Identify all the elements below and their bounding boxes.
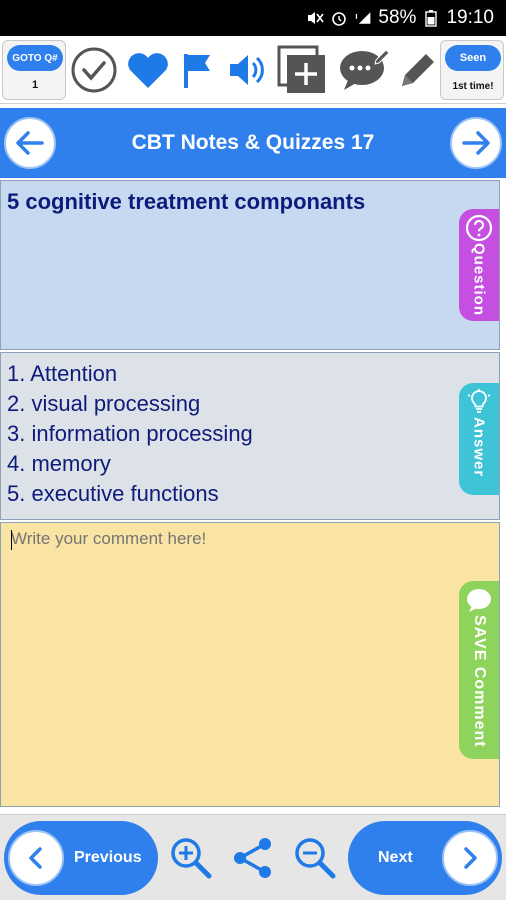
answer-item: 4. memory [7, 451, 111, 476]
question-panel: 5 cognitive treatment componants Questio… [0, 180, 500, 350]
mute-icon [306, 9, 325, 27]
comment-input[interactable] [11, 529, 455, 549]
seen-badge: Seen [445, 45, 501, 71]
zoom-in-icon[interactable] [166, 833, 216, 883]
seen-status-box: Seen 1st time! [440, 40, 504, 100]
goto-question-number[interactable]: 1 [31, 79, 39, 91]
speaker-icon[interactable] [222, 44, 274, 96]
bottom-bar: Previous Next [0, 814, 506, 900]
previous-arrow [8, 830, 64, 886]
seen-count: 1st time! [452, 81, 494, 92]
save-bubble-icon [467, 589, 491, 612]
arrow-left-icon [16, 131, 44, 155]
add-note-icon[interactable] [276, 44, 328, 96]
title-bar: CBT Notes & Quizzes 17 [0, 108, 506, 178]
answer-item: 3. information processing [7, 421, 253, 446]
zoom-out-icon[interactable] [290, 833, 340, 883]
forward-arrow-button[interactable] [450, 117, 502, 169]
share-icon[interactable] [228, 833, 278, 883]
toolbar: GOTO Q# 1 Seen 1st time! [0, 36, 506, 104]
question-text: 5 cognitive treatment componants [7, 189, 366, 214]
save-comment-button[interactable]: SAVE Comment [459, 581, 499, 759]
battery-icon [422, 9, 440, 27]
chevron-right-icon [464, 847, 477, 869]
check-circle-icon[interactable] [68, 44, 120, 96]
question-tab[interactable]: Question [459, 209, 499, 321]
back-arrow-button[interactable] [4, 117, 56, 169]
comment-panel: SAVE Comment [0, 522, 500, 807]
answer-item: 1. Attention [7, 361, 118, 386]
signal-icon [354, 9, 372, 27]
page-title: CBT Notes & Quizzes 17 [131, 131, 375, 154]
chevron-left-icon [29, 847, 42, 869]
heart-icon[interactable] [122, 44, 174, 96]
answer-list: 1. Attention 2. visual processing 3. inf… [7, 359, 455, 509]
answer-tab[interactable]: Answer [459, 383, 499, 495]
pencil-icon[interactable] [392, 44, 444, 96]
battery-percent: 58% [378, 7, 417, 28]
alarm-icon [330, 9, 348, 27]
answer-item: 2. visual processing [7, 391, 201, 416]
status-time: 19:10 [446, 7, 494, 28]
save-comment-label: SAVE Comment [471, 615, 488, 748]
previous-label: Previous [74, 849, 142, 866]
arrow-right-icon [462, 131, 490, 155]
goto-question-box: GOTO Q# 1 [2, 40, 66, 100]
question-tab-label: Question [470, 243, 488, 317]
comment-bubble-icon[interactable] [338, 44, 390, 96]
goto-question-button[interactable]: GOTO Q# [7, 45, 63, 71]
previous-button[interactable]: Previous [4, 821, 158, 895]
flag-icon[interactable] [172, 44, 224, 96]
next-arrow [442, 830, 498, 886]
text-cursor [11, 530, 12, 550]
answer-item: 5. executive functions [7, 481, 219, 506]
answer-panel: 1. Attention 2. visual processing 3. inf… [0, 352, 500, 520]
status-bar: 58% 19:10 [0, 0, 506, 36]
next-button[interactable]: Next [348, 821, 502, 895]
next-label: Next [378, 849, 413, 866]
lightbulb-icon [467, 389, 491, 413]
answer-tab-label: Answer [470, 417, 488, 478]
question-mark-icon [465, 214, 493, 242]
